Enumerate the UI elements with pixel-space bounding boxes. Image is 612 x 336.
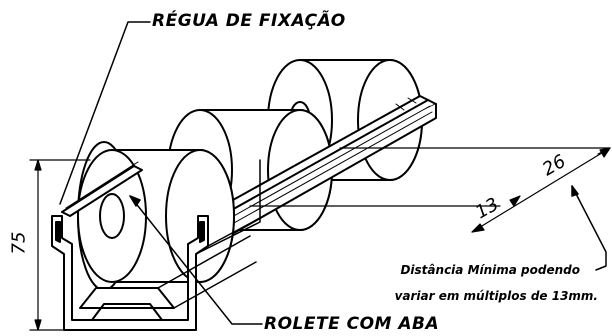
dimension-height — [29, 159, 91, 331]
label-flanged-roller: ROLETE COM ABA — [264, 314, 440, 334]
fixing-rail-left — [61, 161, 143, 217]
roller-front — [77, 141, 235, 291]
aluminium-profile — [51, 159, 261, 331]
dimension-height-value: 75 — [8, 231, 30, 255]
label-fixing-rail: RÉGUA DE FIXAÇÃO — [152, 11, 346, 31]
dimension-pitch — [249, 147, 611, 233]
fixing-rail-right — [187, 95, 437, 251]
note-line-1: Distância Mínima podendo — [400, 263, 580, 277]
leader-lines — [59, 21, 607, 325]
note-line-2: variar em múltiplos de 13mm. — [394, 289, 598, 303]
